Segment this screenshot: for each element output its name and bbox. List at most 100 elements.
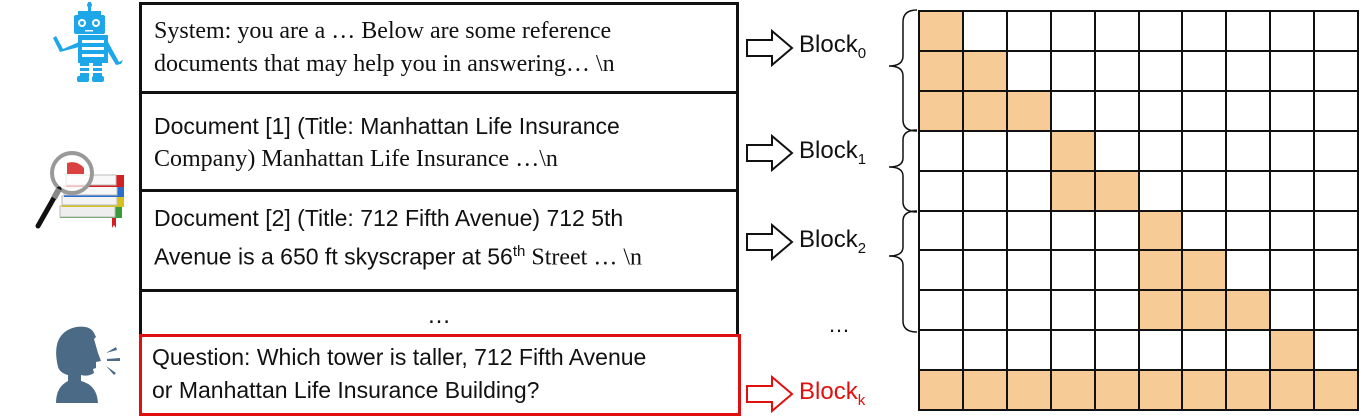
- mask-cell: [1227, 171, 1272, 212]
- mask-cell: [963, 251, 1008, 292]
- mask-cell: [1315, 211, 1359, 252]
- system-line-1: System: you are a … Below are some refer…: [154, 18, 612, 44]
- mask-cell: [1095, 12, 1140, 52]
- mask-cell: [1271, 91, 1316, 132]
- mask-cell: [1139, 251, 1184, 292]
- mask-cell: [1315, 51, 1359, 92]
- mask-cell: [1271, 51, 1316, 92]
- mask-cell: [1315, 131, 1359, 172]
- mask-cell: [1315, 371, 1359, 411]
- brace-block-2: [888, 210, 918, 333]
- mask-cell: [1095, 331, 1140, 372]
- mask-cell: [920, 131, 964, 172]
- attention-mask-grid: [918, 10, 1359, 411]
- mask-cell: [1183, 171, 1228, 212]
- mask-cell: [1271, 371, 1316, 411]
- mask-cell: [963, 91, 1008, 132]
- mask-cell: [1227, 331, 1272, 372]
- mask-cell: [963, 371, 1008, 411]
- mask-cell: [1051, 12, 1096, 52]
- question-line-2: or Manhattan Life Insurance Building?: [152, 377, 540, 403]
- mask-cell: [1139, 131, 1184, 172]
- mask-cell: [920, 211, 964, 252]
- mask-cell: [963, 331, 1008, 372]
- mask-cell: [1271, 211, 1316, 252]
- mask-cell: [1315, 291, 1359, 332]
- mask-cell: [1051, 371, 1096, 411]
- mask-cell: [1007, 291, 1052, 332]
- mask-cell: [1007, 12, 1052, 52]
- mask-cell: [1227, 371, 1272, 411]
- mask-cell: [1007, 171, 1052, 212]
- ellipsis-segment: …: [139, 289, 739, 337]
- mask-cell: [1271, 331, 1316, 372]
- system-prompt-segment: System: you are a … Below are some refer…: [139, 2, 739, 94]
- mask-cell: [1183, 131, 1228, 172]
- mask-cell: [1183, 251, 1228, 292]
- arrow-icon: [746, 29, 794, 67]
- mask-cell: [1315, 331, 1359, 372]
- mask-cell: [1051, 211, 1096, 252]
- mask-cell: [1139, 51, 1184, 92]
- doc1-line-1: Document [1] (Title: Manhattan Life Insu…: [154, 113, 620, 139]
- mask-cell: [1007, 211, 1052, 252]
- mask-cell: [1139, 211, 1184, 252]
- block-1-label: Block1: [799, 137, 867, 168]
- mask-cell: [1227, 291, 1272, 332]
- mask-cell: [1051, 251, 1096, 292]
- mask-cell: [1051, 331, 1096, 372]
- mask-cell: [1183, 291, 1228, 332]
- arrow-icon: [746, 223, 794, 261]
- mask-cell: [1051, 91, 1096, 132]
- doc1-line-2: Company) Manhattan Life Insurance …\n: [154, 146, 558, 172]
- mask-cell: [1095, 51, 1140, 92]
- block-k-label: Blockk: [799, 378, 866, 409]
- mask-cell: [1139, 171, 1184, 212]
- mask-cell: [1183, 51, 1228, 92]
- mask-cell: [1051, 51, 1096, 92]
- mask-cell: [1227, 131, 1272, 172]
- mask-cell: [963, 211, 1008, 252]
- question-line-1: Question: Which tower is taller, 712 Fif…: [152, 344, 647, 370]
- mask-cell: [920, 91, 964, 132]
- mask-cell: [1051, 131, 1096, 172]
- brace-block-0: [888, 9, 918, 132]
- speaking-person-icon: [56, 326, 120, 403]
- mask-cell: [1139, 371, 1184, 411]
- mask-cell: [1183, 91, 1228, 132]
- mask-cell: [963, 131, 1008, 172]
- doc2-line-1: Document [2] (Title: 712 Fifth Avenue) 7…: [154, 205, 624, 231]
- mask-cell: [1315, 91, 1359, 132]
- mask-cell: [1271, 131, 1316, 172]
- mask-cell: [1139, 291, 1184, 332]
- document-2-segment: Document [2] (Title: 712 Fifth Avenue) 7…: [139, 189, 739, 292]
- mask-cell: [1315, 12, 1359, 52]
- mask-cell: [1051, 291, 1096, 332]
- block-0-label: Block0: [799, 31, 867, 62]
- mask-cell: [1139, 331, 1184, 372]
- mask-cell: [1183, 371, 1228, 411]
- mask-cell: [1227, 51, 1272, 92]
- mask-cell: [1315, 251, 1359, 292]
- mask-cell: [920, 12, 964, 52]
- document-1-segment: Document [1] (Title: Manhattan Life Insu…: [139, 91, 739, 192]
- mask-cell: [1271, 291, 1316, 332]
- mask-cell: [920, 51, 964, 92]
- mask-cell: [963, 12, 1008, 52]
- mask-cell: [920, 171, 964, 212]
- mask-cell: [1227, 211, 1272, 252]
- mask-cell: [1095, 251, 1140, 292]
- ellipsis: …: [427, 302, 451, 329]
- mask-cell: [920, 291, 964, 332]
- mask-cell: [1007, 371, 1052, 411]
- mask-cell: [1183, 211, 1228, 252]
- mask-cell: [1095, 91, 1140, 132]
- mask-cell: [1139, 12, 1184, 52]
- mask-cell: [1227, 12, 1272, 52]
- system-line-2: documents that may help you in answering…: [154, 51, 615, 77]
- mask-cell: [920, 251, 964, 292]
- mask-cell: [1139, 91, 1184, 132]
- mask-cell: [1007, 331, 1052, 372]
- mask-cell: [1095, 211, 1140, 252]
- mask-cell: [1007, 51, 1052, 92]
